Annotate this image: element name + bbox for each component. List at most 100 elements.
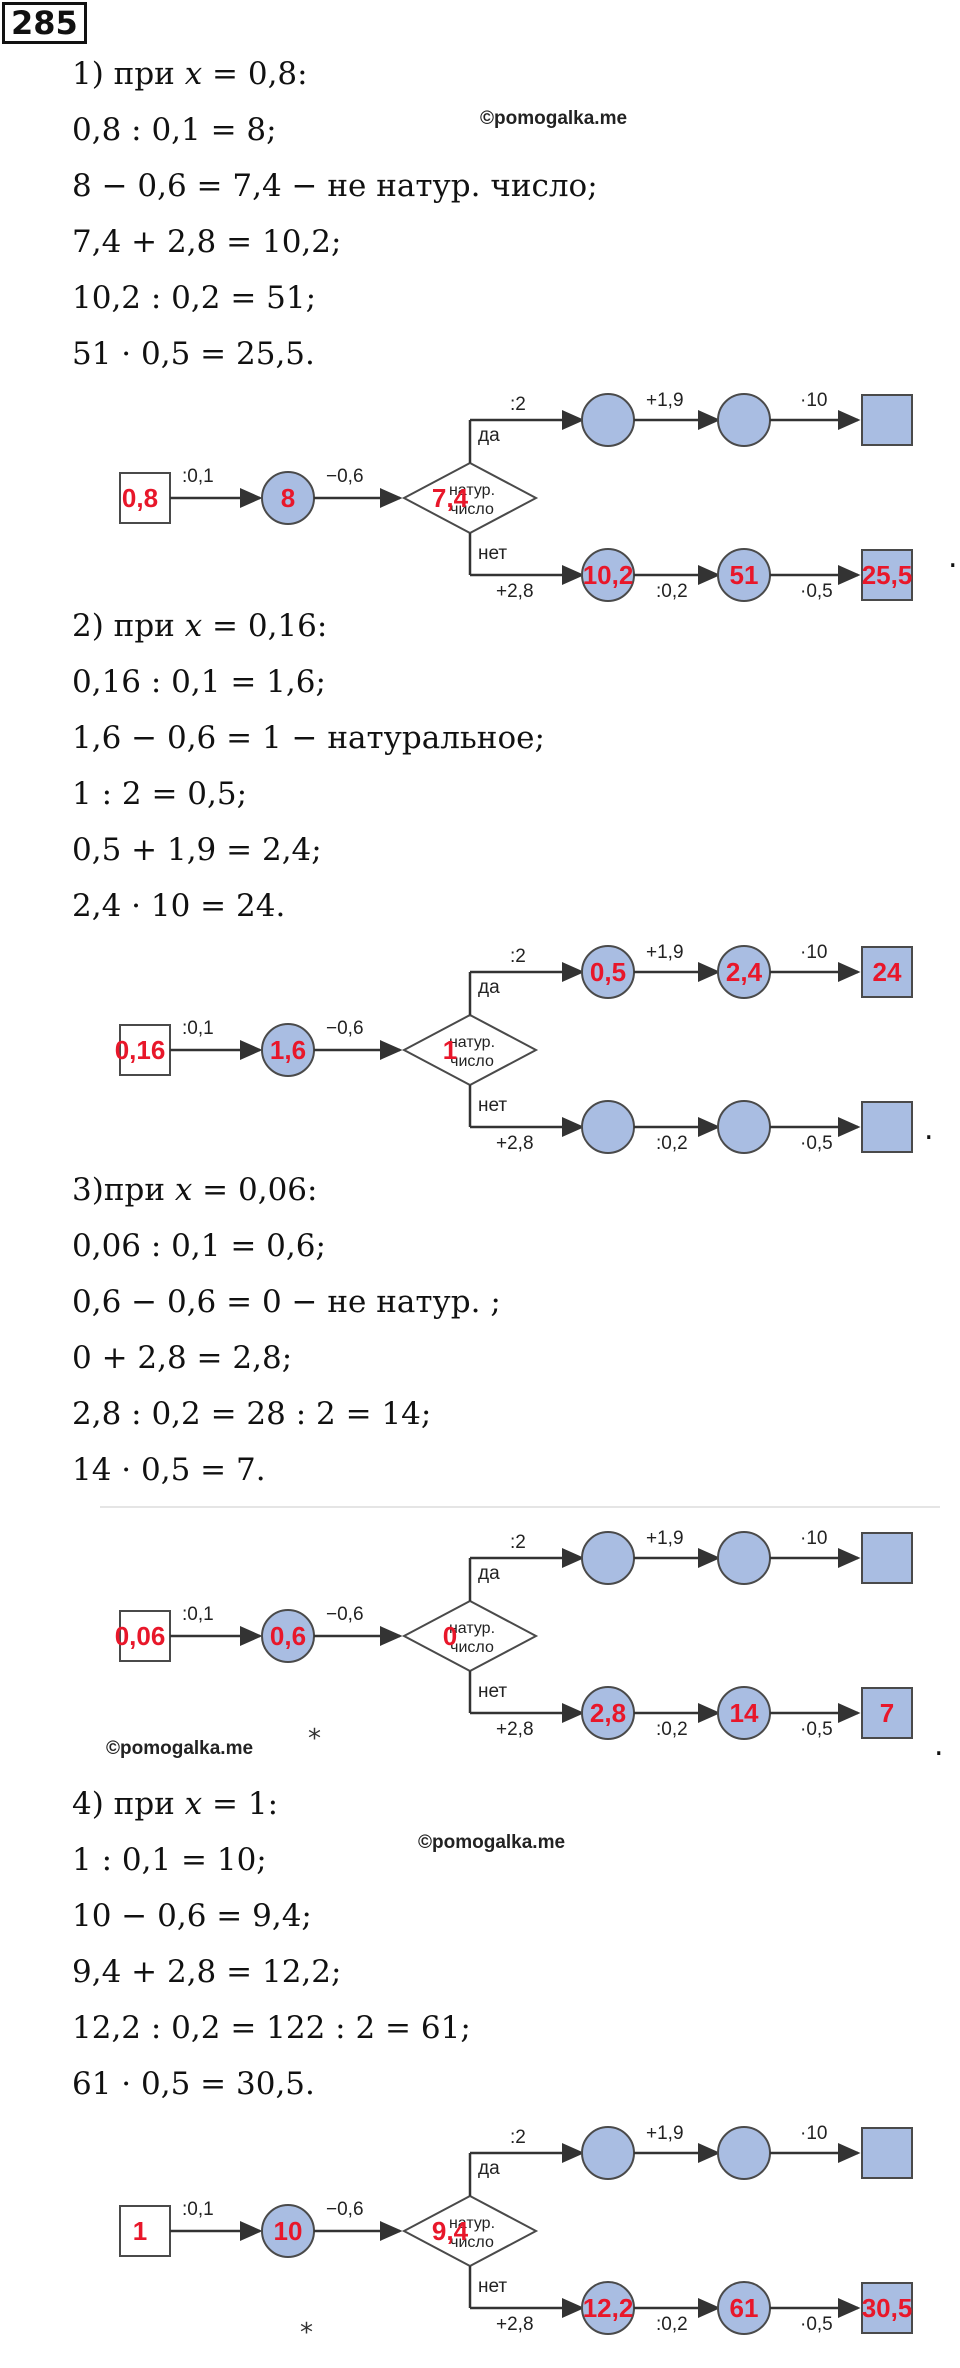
op-mul10-label: ·10 — [800, 390, 827, 411]
no-value-2: 61 — [730, 2293, 759, 2323]
after-div-value: 8 — [281, 483, 295, 513]
diamond-value: 1 — [443, 1035, 457, 1065]
op-div01-label: :0,1 — [182, 2199, 214, 2220]
op-plus19-label: +1,9 — [646, 2123, 684, 2144]
no-result-box — [861, 549, 913, 601]
yes-circle-2 — [717, 1531, 771, 1585]
section2-line5: 0,5 + 1,9 = 2,4; — [72, 832, 322, 868]
natural-check-diamond — [401, 1599, 539, 1673]
no-value-1: 12,2 — [583, 2293, 634, 2323]
yes-circle-1 — [581, 1531, 635, 1585]
diamond-value: 0 — [443, 1621, 457, 1651]
yes-result-box — [861, 946, 913, 998]
op-div02-label: :0,2 — [656, 581, 688, 602]
diamond-value: 9,4 — [432, 2216, 469, 2246]
natural-label-1: натур. — [449, 1034, 495, 1051]
task-number-badge: 285 — [2, 2, 87, 44]
op-mul10-label: ·10 — [800, 942, 827, 963]
no-label: нет — [478, 1681, 507, 1702]
section3-line2: 0,06 : 0,1 = 0,6; — [72, 1228, 326, 1264]
no-value-3: 7 — [880, 1698, 894, 1728]
yes-circle-2 — [717, 393, 771, 447]
op-plus19-label: +1,9 — [646, 1528, 684, 1549]
op-plus28-label: +2,8 — [496, 1133, 534, 1154]
natural-label-2: число — [450, 501, 494, 518]
flow-diagram-svg: :0,1−0,6натур.числода:2+1,9·10нет+2,8:0,… — [119, 390, 913, 602]
op-plus28-label: +2,8 — [496, 2314, 534, 2335]
watermark-1: ©pomogalka.me — [480, 108, 628, 129]
op-minus06-label: −0,6 — [326, 1604, 364, 1625]
op-mul05-label: ·0,5 — [800, 1719, 833, 1740]
section1-line5: 10,2 : 0,2 = 51; — [72, 280, 317, 316]
yes-circle-1 — [581, 2126, 635, 2180]
yes-result-box — [861, 2127, 913, 2179]
section2-line4: 1 : 2 = 0,5; — [72, 776, 248, 812]
section4-line4: 9,4 + 2,8 = 12,2; — [72, 1954, 342, 1990]
yes-result-box — [861, 394, 913, 446]
after-div-value: 1,6 — [270, 1035, 306, 1065]
section1-line4: 7,4 + 2,8 = 10,2; — [72, 224, 342, 260]
op-div01-label: :0,1 — [182, 1604, 214, 1625]
input-value: 0,16 — [115, 1035, 166, 1065]
no-value-3: 30,5 — [862, 2293, 913, 2323]
no-circle-2 — [717, 1100, 771, 1154]
op-mul05-label: ·0,5 — [800, 581, 833, 602]
section2-line1: 2) при 𝑥 = 0,16: — [72, 608, 328, 644]
op-div01-label: :0,1 — [182, 1018, 214, 1039]
section1-line3: 8 − 0,6 = 7,4 − не натур. число; — [72, 168, 598, 204]
natural-check-diamond — [401, 2194, 539, 2268]
star-mark-2: * — [300, 2318, 313, 2348]
input-box — [119, 472, 171, 524]
diamond-value: 7,4 — [432, 483, 469, 513]
no-value-1: 2,8 — [590, 1698, 626, 1728]
section3-line1: 3)при 𝑥 = 0,06: — [72, 1172, 318, 1208]
natural-check-diamond — [401, 461, 539, 535]
no-value-3: 25,5 — [862, 560, 913, 590]
op-plus19-label: +1,9 — [646, 390, 684, 411]
op-div2-label: :2 — [510, 946, 526, 967]
op-div02-label: :0,2 — [656, 1719, 688, 1740]
op-minus06-label: −0,6 — [326, 1018, 364, 1039]
yes-label: да — [478, 977, 500, 998]
flow-diagram-svg: :0,1−0,6натур.числода:2+1,9·10нет+2,8:0,… — [115, 1528, 913, 1740]
yes-value-1: 0,5 — [590, 957, 626, 987]
no-value-1: 10,2 — [583, 560, 634, 590]
op-div01-label: :0,1 — [182, 466, 214, 487]
section4-line6: 61 · 0,5 = 30,5. — [72, 2066, 315, 2102]
no-value-2: 51 — [730, 560, 759, 590]
no-label: нет — [478, 1095, 507, 1116]
no-label: нет — [478, 543, 507, 564]
yes-label: да — [478, 425, 500, 446]
end-dot-1: . — [948, 540, 958, 575]
natural-label-1: натур. — [449, 482, 495, 499]
input-box — [119, 1024, 171, 1076]
input-value: 0,06 — [115, 1621, 166, 1651]
section3-line6: 14 · 0,5 = 7. — [72, 1452, 266, 1488]
no-result-box — [861, 1687, 913, 1739]
input-box — [119, 1610, 171, 1662]
natural-label-1: натур. — [449, 2215, 495, 2232]
natural-label-2: число — [450, 1053, 494, 1070]
op-mul10-label: ·10 — [800, 1528, 827, 1549]
op-div2-label: :2 — [510, 2127, 526, 2148]
scan-separator — [100, 1506, 940, 1508]
section1-line1: 1) при 𝑥 = 0,8: — [72, 56, 308, 92]
natural-label-1: натур. — [449, 1620, 495, 1637]
section4-line2: 1 : 0,1 = 10; — [72, 1842, 267, 1878]
section2-line2: 0,16 : 0,1 = 1,6; — [72, 664, 326, 700]
after-div-value: 0,6 — [270, 1621, 306, 1651]
yes-label: да — [478, 1563, 500, 1584]
watermark-3: ©pomogalka.me — [418, 1832, 566, 1853]
natural-label-2: число — [450, 2234, 494, 2251]
no-result-box — [861, 1101, 913, 1153]
op-minus06-label: −0,6 — [326, 466, 364, 487]
no-result-box — [861, 2282, 913, 2334]
op-plus28-label: +2,8 — [496, 1719, 534, 1740]
section3-line3: 0,6 − 0,6 = 0 − не натур. ; — [72, 1284, 501, 1320]
yes-circle-2 — [717, 2126, 771, 2180]
op-plus28-label: +2,8 — [496, 581, 534, 602]
natural-check-diamond — [401, 1013, 539, 1087]
